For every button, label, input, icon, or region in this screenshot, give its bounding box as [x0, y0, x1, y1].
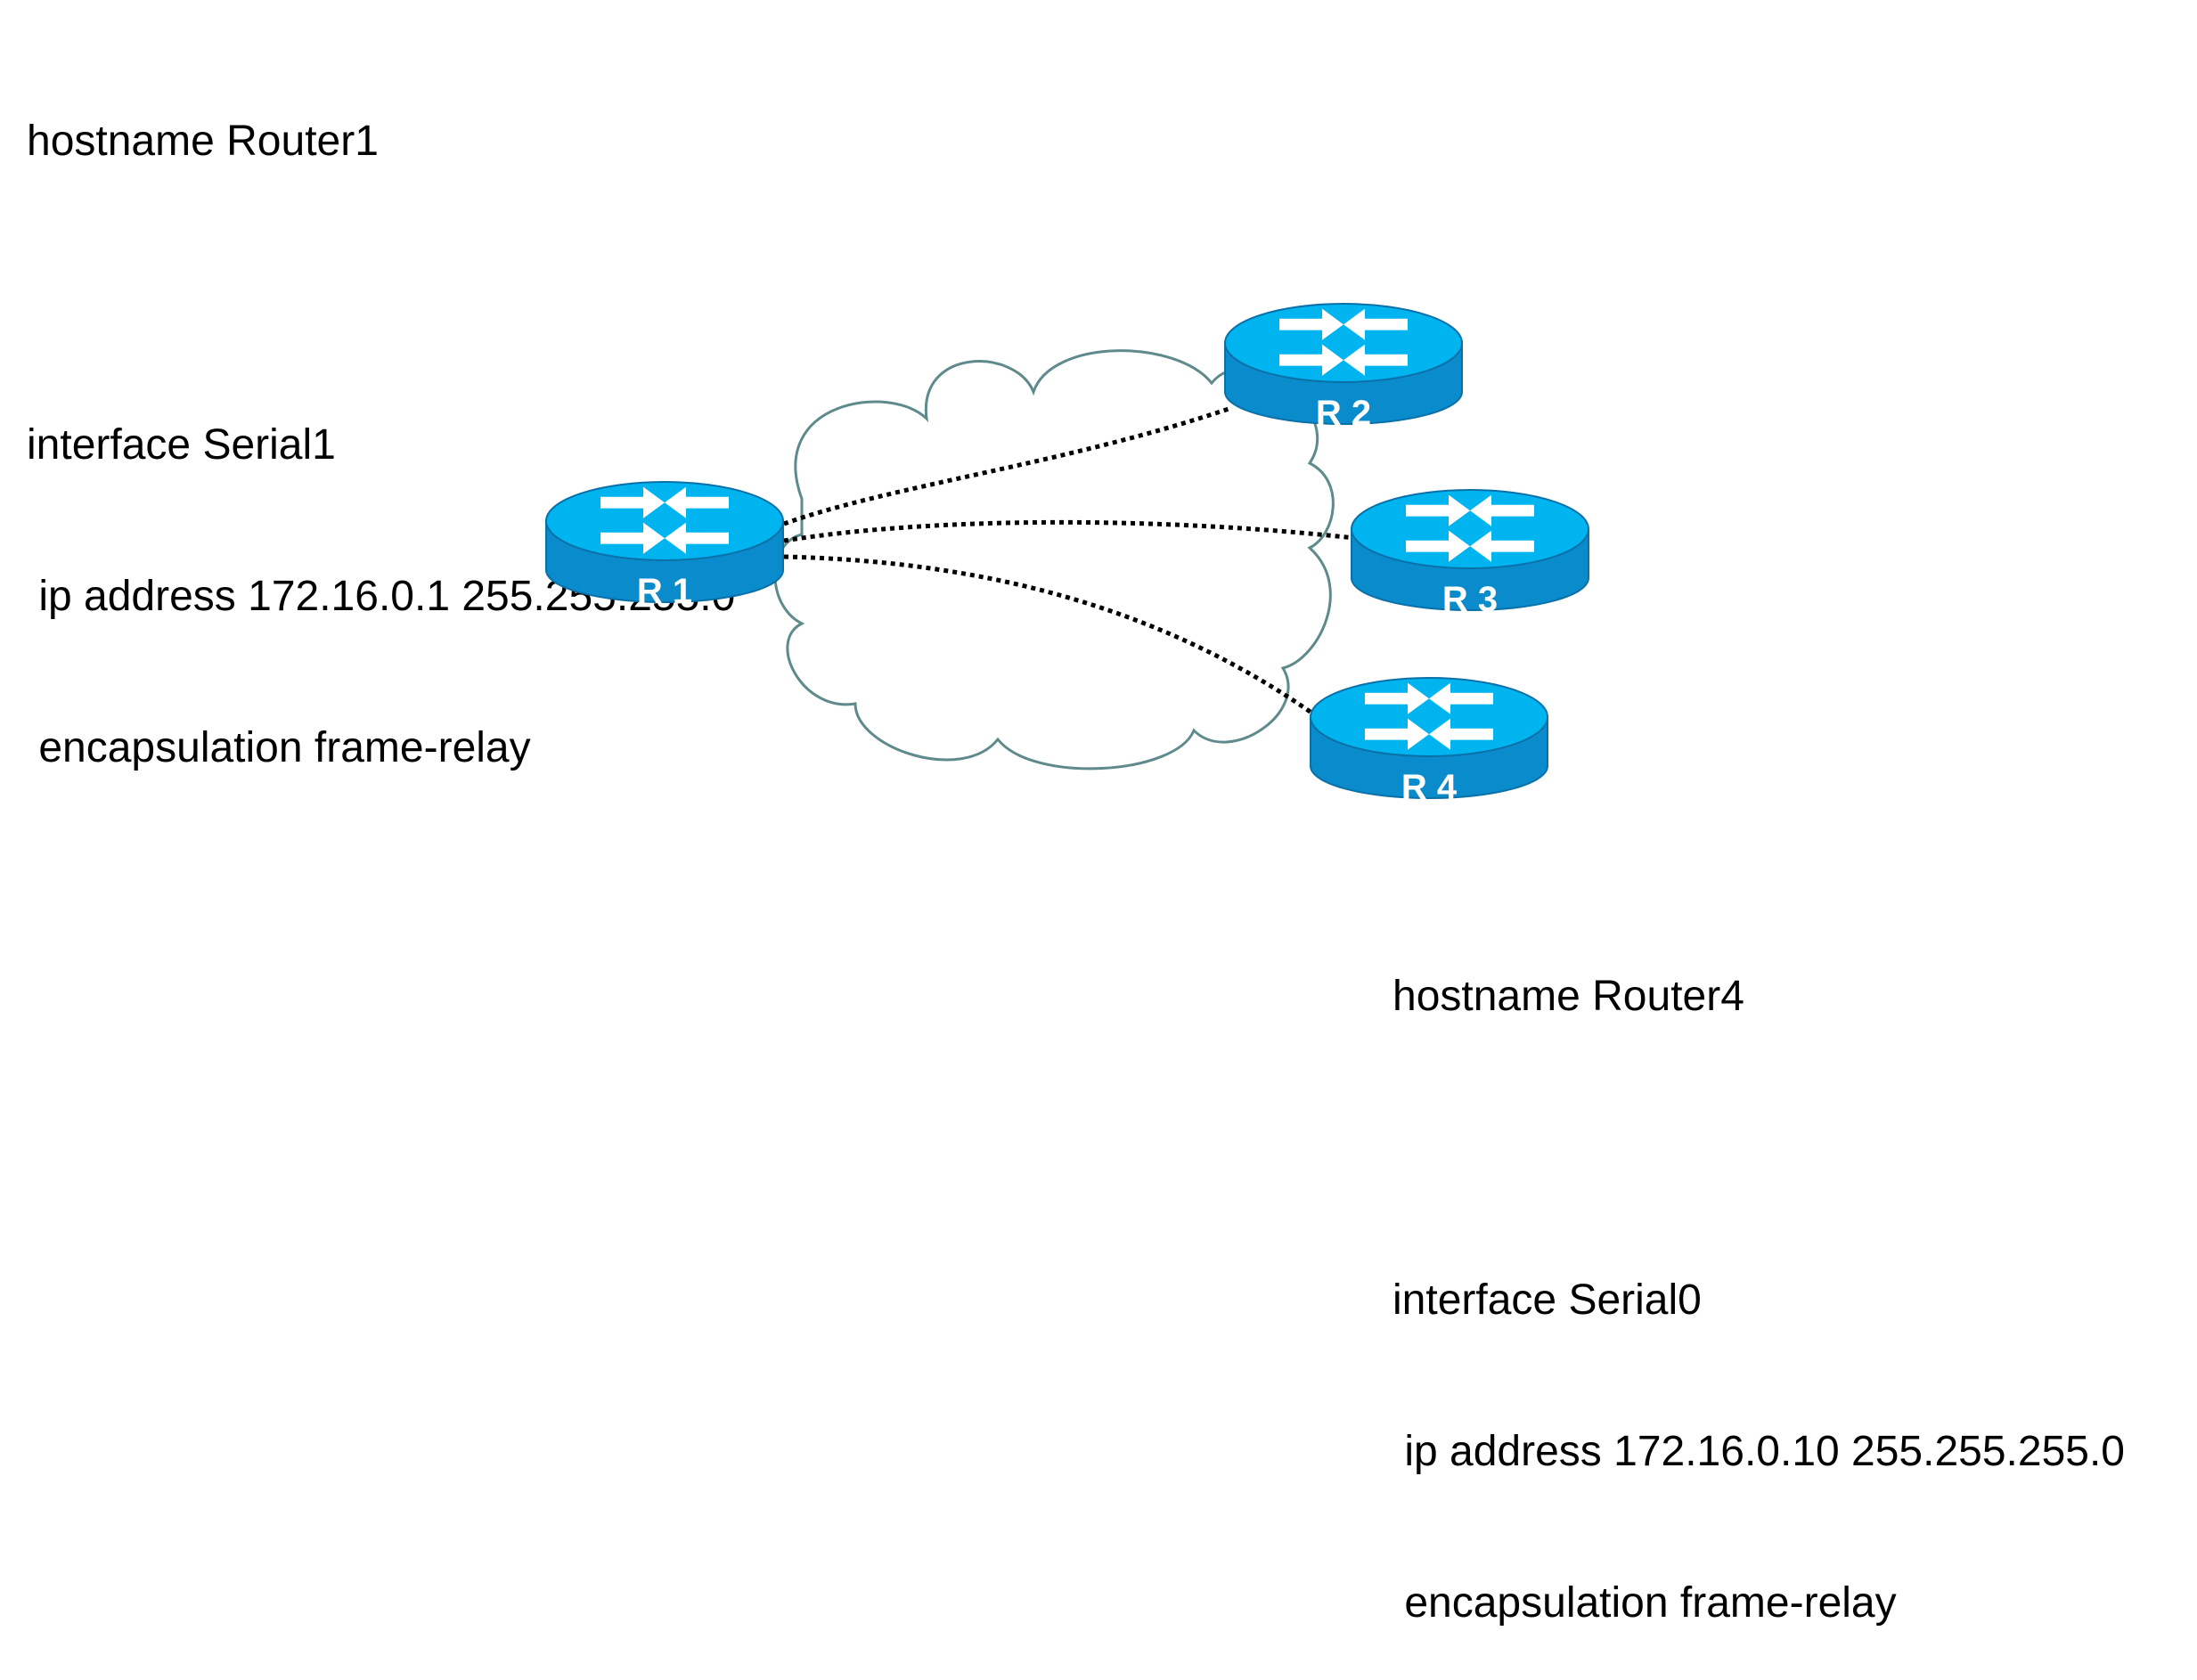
link-r1-r4 — [783, 554, 1313, 715]
router-label: R 4 — [1401, 768, 1458, 807]
router-r2: R 2 — [1224, 303, 1463, 433]
network-diagram: R 1 R 2 R 3 R — [545, 303, 1589, 807]
router-label: R 3 — [1442, 580, 1498, 619]
config-line: hostname Router1 — [27, 118, 379, 166]
router-label: R 2 — [1316, 394, 1371, 433]
router-icon — [1279, 308, 1408, 376]
config-line: encapsulation frame-relay — [1393, 1579, 1897, 1627]
router-r4: R 4 — [1310, 677, 1548, 807]
config-line: interface Serial0 — [1393, 1276, 1702, 1324]
router-r3: R 3 — [1351, 489, 1589, 619]
router-label: R 1 — [637, 572, 692, 611]
config-line: hostname Router4 — [1393, 973, 1744, 1021]
router-icon — [1406, 494, 1534, 562]
link-r1-r3 — [783, 519, 1355, 543]
config-router1: hostname Router1 interface Serial1 ip ad… — [27, 16, 735, 825]
config-line: ip address 172.16.0.10 255.255.255.0 — [1393, 1428, 2125, 1475]
frame-relay-cloud-icon — [773, 349, 1335, 771]
config-line: encapsulation frame-relay — [27, 724, 531, 772]
router-r1: R 1 — [545, 481, 784, 611]
router-icon — [600, 486, 729, 554]
router-icon — [1365, 682, 1493, 750]
pvc-links — [783, 405, 1355, 715]
config-line: interface Serial1 — [27, 420, 336, 469]
